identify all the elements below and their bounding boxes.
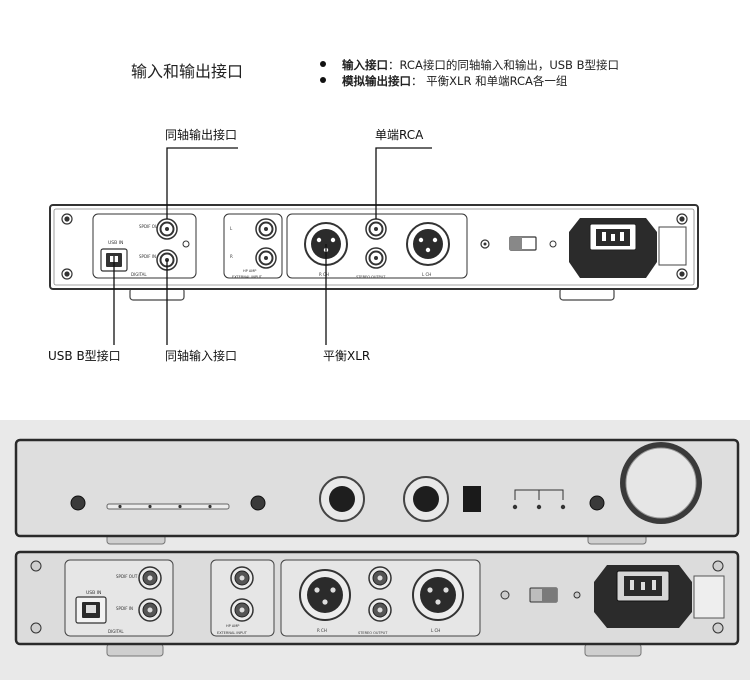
front-jack-right-icon — [589, 495, 605, 511]
callout-usb-b: USB B型接口 — [48, 349, 121, 363]
rear-digital-label: DIGITAL — [108, 629, 124, 634]
rear-out-r-rca-icon — [368, 598, 392, 622]
page-title: 输入和输出接口 — [131, 62, 244, 81]
ext-r-label: R — [230, 254, 233, 259]
stereo-out-l-rca-icon — [365, 218, 387, 240]
chassis-inner — [53, 208, 695, 286]
rear-screw-icon — [30, 560, 724, 634]
rear-ext-r-rca-icon — [230, 598, 254, 622]
bullet-output-text: ： 平衡XLR 和单端RCA各一组 — [411, 74, 568, 88]
stereo-output-label: STEREO OUTPUT — [356, 275, 386, 279]
external-input-l-rca-icon — [255, 218, 277, 240]
r-ch-label: R CH — [319, 272, 329, 277]
volume-knob-icon — [620, 442, 702, 524]
rear-stereo-output-label: STEREO OUTPUT — [358, 631, 388, 635]
digital-label: DIGITAL — [131, 272, 147, 277]
headphone-jack-icon — [319, 476, 365, 522]
rear-spdif-in-rca-icon — [138, 598, 162, 622]
rear-xlr-r-connector-icon — [299, 569, 351, 621]
screw-icon — [61, 213, 688, 280]
rear-spdif-out-label: SPDIF OUT — [116, 574, 138, 579]
photo-section: USB IN SPDIF OUT SPDIF IN DIGITAL — [0, 420, 750, 680]
led-strip-icon — [106, 503, 230, 510]
bullet-dot-icon — [320, 61, 326, 67]
hp-amp-label: HP AMP — [243, 269, 256, 273]
stereo-out-r-rca-icon — [365, 247, 387, 269]
spdif-out-rca-icon — [156, 218, 178, 240]
rear-spdif-out-rca-icon — [138, 566, 162, 590]
bullet-output-key: 模拟输出接口 — [342, 74, 411, 88]
rear-panel-diagram: USB IN SPDIF OUT SPDIF IN DIGITAL L R — [49, 147, 699, 345]
external-input-r-rca-icon — [255, 247, 277, 269]
rear-r-ch-label: R CH — [317, 628, 327, 633]
bullet-output: 模拟输出接口： 平衡XLR 和单端RCA各一组 — [320, 73, 567, 89]
l-ch-label: L CH — [422, 272, 431, 277]
callout-balanced-xlr: 平衡XLR — [323, 349, 371, 363]
ext-l-label: L — [230, 226, 233, 231]
callout-coax-out: 同轴输出接口 — [165, 128, 238, 142]
callout-single-rca: 单端RCA — [375, 128, 424, 142]
rear-hp-amp-label: HP AMP — [226, 624, 239, 628]
balanced-headphone-jack-icon — [403, 476, 449, 522]
power-switch-icon — [509, 236, 537, 251]
spdif-in-label: SPDIF IN — [139, 254, 156, 259]
diagram-section: 输入和输出接口 输入接口：RCA接口的同轴输入和输出，USB B型接口 模拟输出… — [48, 57, 699, 363]
rear-usb-b-port-icon — [75, 596, 107, 624]
rear-foot-right — [584, 643, 642, 657]
rear-iec-power-inlet-icon — [594, 565, 692, 628]
rear-indicator-screw-icon — [500, 590, 510, 600]
display-window — [463, 486, 481, 512]
rear-ext-l-rca-icon — [230, 566, 254, 590]
callout-coax-in: 同轴输入接口 — [165, 349, 238, 363]
front-panel — [14, 438, 740, 538]
spdif-out-label: SPDIF OUT — [139, 224, 161, 229]
front-jack-icon — [70, 495, 86, 511]
iec-power-inlet-icon — [569, 218, 657, 278]
external-input-label: EXTERNAL INPUT — [232, 275, 263, 279]
bullet-input-key: 输入接口 — [342, 58, 388, 72]
small-screw-icon — [549, 240, 557, 248]
rear-small-screw-icon — [573, 591, 581, 599]
rear-usb-in-label: USB IN — [86, 590, 101, 596]
rear-spdif-in-label: SPDIF IN — [116, 606, 133, 611]
rear-external-input-block — [210, 559, 275, 637]
indicator-screw-icon — [480, 239, 490, 249]
grounding-screw-icon — [182, 240, 190, 248]
rear-external-input-label: EXTERNAL INPUT — [217, 631, 248, 635]
xlr-l-connector-icon — [406, 222, 450, 266]
rear-power-switch-icon — [529, 587, 558, 603]
rear-xlr-l-connector-icon — [412, 569, 464, 621]
rear-l-ch-label: L CH — [431, 628, 440, 633]
product-photos: USB IN SPDIF OUT SPDIF IN DIGITAL — [14, 438, 740, 657]
rear-foot-left — [106, 643, 164, 657]
rear-out-l-rca-icon — [368, 566, 392, 590]
fuse-cover — [658, 226, 687, 266]
bullet-dot-icon — [320, 77, 326, 83]
usb-in-label: USB IN — [108, 240, 123, 246]
bullet-input-text: ：RCA接口的同轴输入和输出，USB B型接口 — [388, 58, 619, 72]
rear-fuse-cover — [693, 575, 725, 619]
callout-leader-lines — [113, 147, 432, 345]
input-selector-icon — [512, 489, 566, 510]
front-small-jack-icon — [250, 495, 266, 511]
bullet-input: 输入接口：RCA接口的同轴输入和输出，USB B型接口 — [320, 57, 619, 73]
